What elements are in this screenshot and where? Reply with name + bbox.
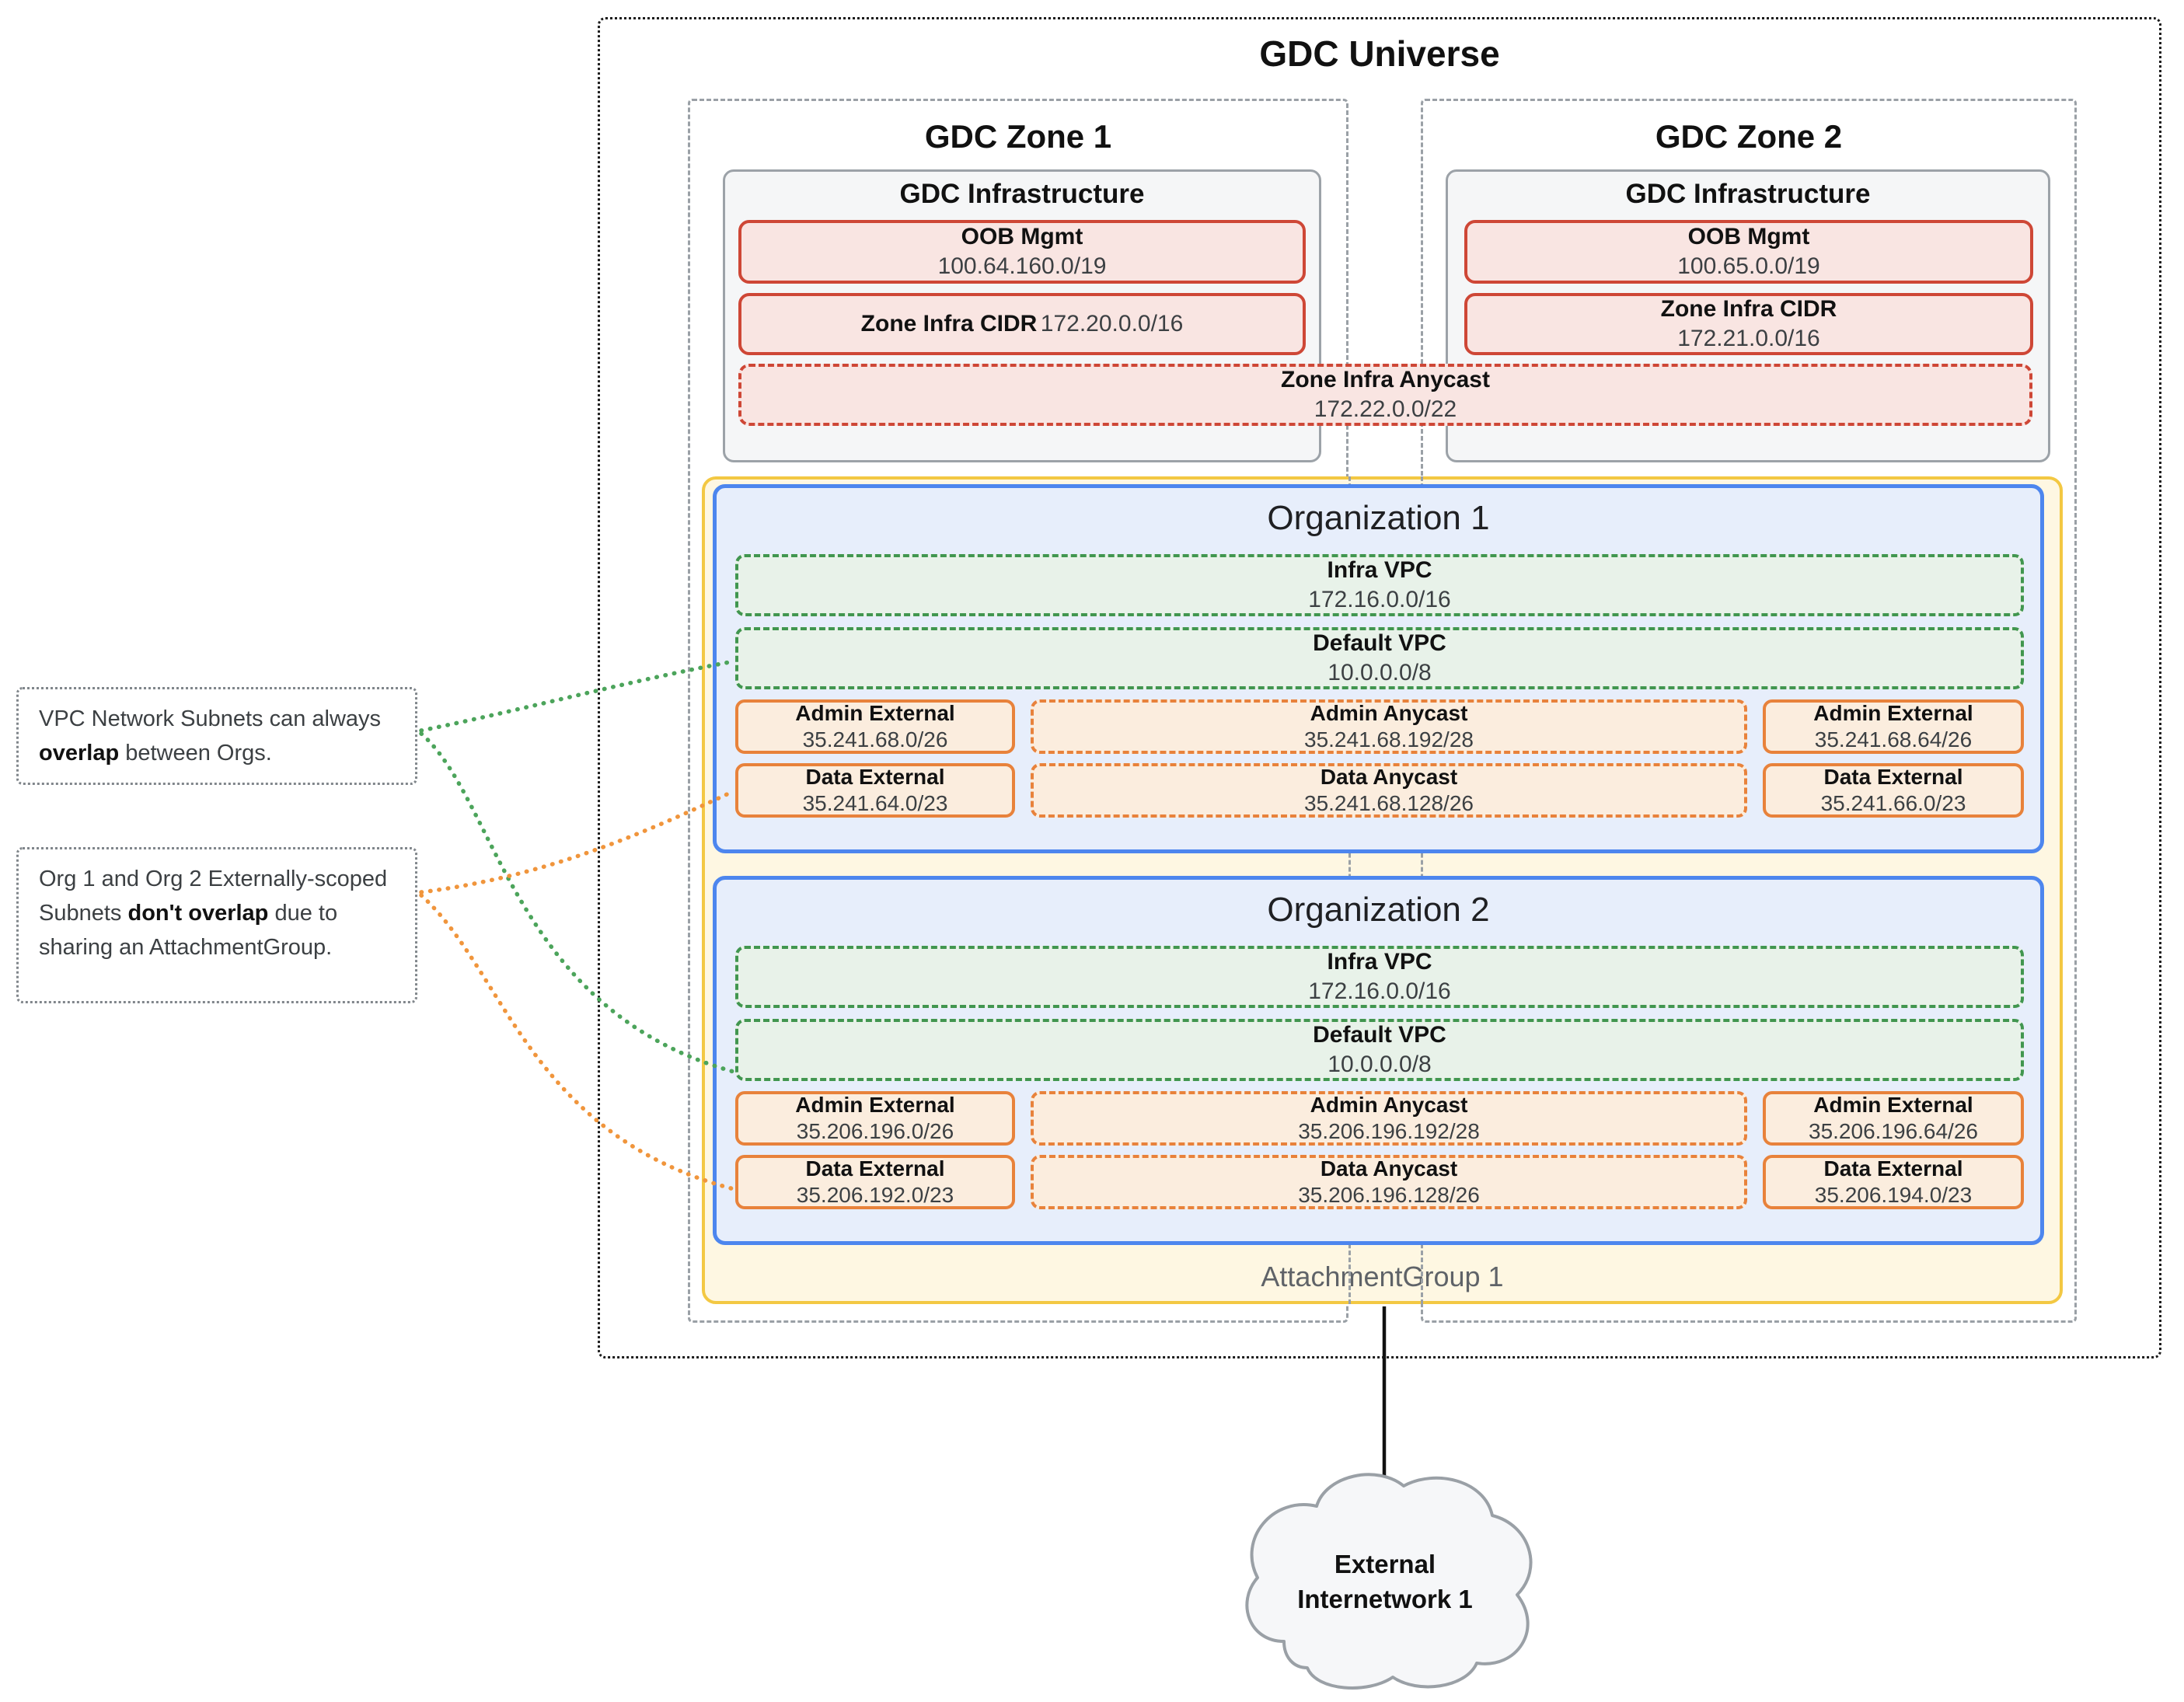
zone2-oob-mgmt-box: OOB Mgmt 100.65.0.0/19 <box>1464 220 2033 284</box>
org2-admin-external-left-box: Admin External 35.206.196.0/26 <box>735 1091 1015 1146</box>
external-internetwork-label-line1: External <box>1334 1550 1436 1578</box>
org2-admin-external-left-label: Admin External <box>795 1093 955 1117</box>
external-internetwork-label-line2: Internetwork 1 <box>1297 1585 1473 1613</box>
org1-default-vpc-label: Default VPC <box>1313 630 1446 656</box>
org1-data-external-left-label: Data External <box>805 765 945 789</box>
org2-admin-external-right-cidr: 35.206.196.64/26 <box>1809 1119 1978 1143</box>
org1-data-anycast-label: Data Anycast <box>1320 765 1458 789</box>
annotation-overlap-pre: VPC Network Subnets can always <box>39 706 382 731</box>
universe-title: GDC Universe <box>1259 33 1500 74</box>
annotation-no-overlap-post: due to sharing an AttachmentGroup. <box>39 901 338 960</box>
org1-data-external-right-label: Data External <box>1823 765 1963 789</box>
org1-data-anycast-cidr: 35.241.68.128/26 <box>1304 791 1474 815</box>
zone2-oob-label: OOB Mgmt <box>1687 224 1810 249</box>
zone1-infra-cidr-label: Zone Infra CIDR <box>860 311 1038 337</box>
zone1-title: GDC Zone 1 <box>924 118 1112 155</box>
org2-infra-vpc-label: Infra VPC <box>1327 949 1432 975</box>
external-internetwork-label: External Internetwork 1 <box>1268 1543 1502 1620</box>
org2-infra-vpc-box: Infra VPC 172.16.0.0/16 <box>735 946 2024 1008</box>
org2-data-anycast-label: Data Anycast <box>1320 1156 1458 1181</box>
annotation-no-overlap-pre: Org 1 and Org 2 Externally-scoped Subnet… <box>39 867 388 926</box>
organization1-title: Organization 1 <box>1267 499 1490 537</box>
org2-data-anycast-cidr: 35.206.196.128/26 <box>1298 1183 1480 1207</box>
org2-data-external-right-cidr: 35.206.194.0/23 <box>1814 1183 1973 1207</box>
org1-data-anycast-box: Data Anycast 35.241.68.128/26 <box>1031 763 1747 818</box>
zone1-infra-cidr-line: Zone Infra CIDR 172.20.0.0/16 <box>861 309 1184 339</box>
org1-admin-anycast-cidr: 35.241.68.192/28 <box>1304 727 1474 752</box>
org2-data-anycast-box: Data Anycast 35.206.196.128/26 <box>1031 1155 1747 1209</box>
org1-admin-external-left-label: Admin External <box>795 701 955 725</box>
org2-data-external-left-box: Data External 35.206.192.0/23 <box>735 1155 1015 1209</box>
org2-data-external-left-cidr: 35.206.192.0/23 <box>796 1183 954 1207</box>
org1-infra-vpc-label: Infra VPC <box>1327 557 1432 583</box>
zone-infra-anycast-cidr: 172.22.0.0/22 <box>1314 396 1457 422</box>
zone1-infra-cidr-value: 172.20.0.0/16 <box>1040 311 1184 337</box>
zone1-oob-label: OOB Mgmt <box>961 224 1083 249</box>
org1-data-external-right-box: Data External 35.241.66.0/23 <box>1763 763 2024 818</box>
org1-infra-vpc-cidr: 172.16.0.0/16 <box>1308 587 1451 612</box>
org2-default-vpc-box: Default VPC 10.0.0.0/8 <box>735 1019 2024 1081</box>
zone2-infra-cidr-value: 172.21.0.0/16 <box>1677 326 1820 351</box>
zone1-oob-cidr: 100.64.160.0/19 <box>937 253 1107 279</box>
attachment-group-label: AttachmentGroup 1 <box>1261 1261 1504 1292</box>
org1-default-vpc-box: Default VPC 10.0.0.0/8 <box>735 627 2024 689</box>
org2-data-external-right-label: Data External <box>1823 1156 1963 1181</box>
org1-admin-external-right-label: Admin External <box>1813 701 1973 725</box>
org2-default-vpc-cidr: 10.0.0.0/8 <box>1327 1052 1432 1077</box>
org1-admin-external-right-box: Admin External 35.241.68.64/26 <box>1763 699 2024 754</box>
zone2-title: GDC Zone 2 <box>1655 118 1843 155</box>
org2-admin-external-right-label: Admin External <box>1813 1093 1973 1117</box>
zone1-infra-cidr-box: Zone Infra CIDR 172.20.0.0/16 <box>738 293 1306 355</box>
zone1-oob-mgmt-box: OOB Mgmt 100.64.160.0/19 <box>738 220 1306 284</box>
org2-admin-anycast-label: Admin Anycast <box>1310 1093 1468 1117</box>
org2-default-vpc-label: Default VPC <box>1313 1022 1446 1048</box>
org2-infra-vpc-cidr: 172.16.0.0/16 <box>1308 978 1451 1004</box>
org2-admin-external-right-box: Admin External 35.206.196.64/26 <box>1763 1091 2024 1146</box>
zone2-oob-cidr: 100.65.0.0/19 <box>1677 253 1820 279</box>
org1-default-vpc-cidr: 10.0.0.0/8 <box>1327 660 1432 685</box>
zone1-infrastructure-title: GDC Infrastructure <box>899 179 1145 209</box>
org2-admin-anycast-cidr: 35.206.196.192/28 <box>1298 1119 1480 1143</box>
org2-admin-anycast-box: Admin Anycast 35.206.196.192/28 <box>1031 1091 1747 1146</box>
annotation-overlap-post: between Orgs. <box>119 741 272 766</box>
organization2-title: Organization 2 <box>1267 891 1490 929</box>
org1-admin-anycast-box: Admin Anycast 35.241.68.192/28 <box>1031 699 1747 754</box>
zone-infra-anycast-label: Zone Infra Anycast <box>1281 367 1490 392</box>
org2-data-external-left-label: Data External <box>805 1156 945 1181</box>
org1-admin-external-right-cidr: 35.241.68.64/26 <box>1814 727 1973 752</box>
org1-data-external-left-cidr: 35.241.64.0/23 <box>802 791 948 815</box>
org1-data-external-left-box: Data External 35.241.64.0/23 <box>735 763 1015 818</box>
org1-admin-anycast-label: Admin Anycast <box>1310 701 1468 725</box>
org1-infra-vpc-box: Infra VPC 172.16.0.0/16 <box>735 554 2024 616</box>
annotation-no-overlap-note: Org 1 and Org 2 Externally-scoped Subnet… <box>16 847 417 1003</box>
org2-data-external-right-box: Data External 35.206.194.0/23 <box>1763 1155 2024 1209</box>
zone2-infra-cidr-label: Zone Infra CIDR <box>1660 296 1837 322</box>
org1-data-external-right-cidr: 35.241.66.0/23 <box>1820 791 1966 815</box>
zone2-infra-cidr-box: Zone Infra CIDR 172.21.0.0/16 <box>1464 293 2033 355</box>
annotation-no-overlap-bold: don't overlap <box>127 901 269 926</box>
zone2-infrastructure-title: GDC Infrastructure <box>1625 179 1871 209</box>
org2-admin-external-left-cidr: 35.206.196.0/26 <box>796 1119 954 1143</box>
zone-infra-anycast-box: Zone Infra Anycast 172.22.0.0/22 <box>738 364 2032 426</box>
org1-admin-external-left-box: Admin External 35.241.68.0/26 <box>735 699 1015 754</box>
org1-admin-external-left-cidr: 35.241.68.0/26 <box>802 727 948 752</box>
annotation-overlap-note: VPC Network Subnets can always overlap b… <box>16 687 417 785</box>
annotation-overlap-bold: overlap <box>39 741 120 766</box>
